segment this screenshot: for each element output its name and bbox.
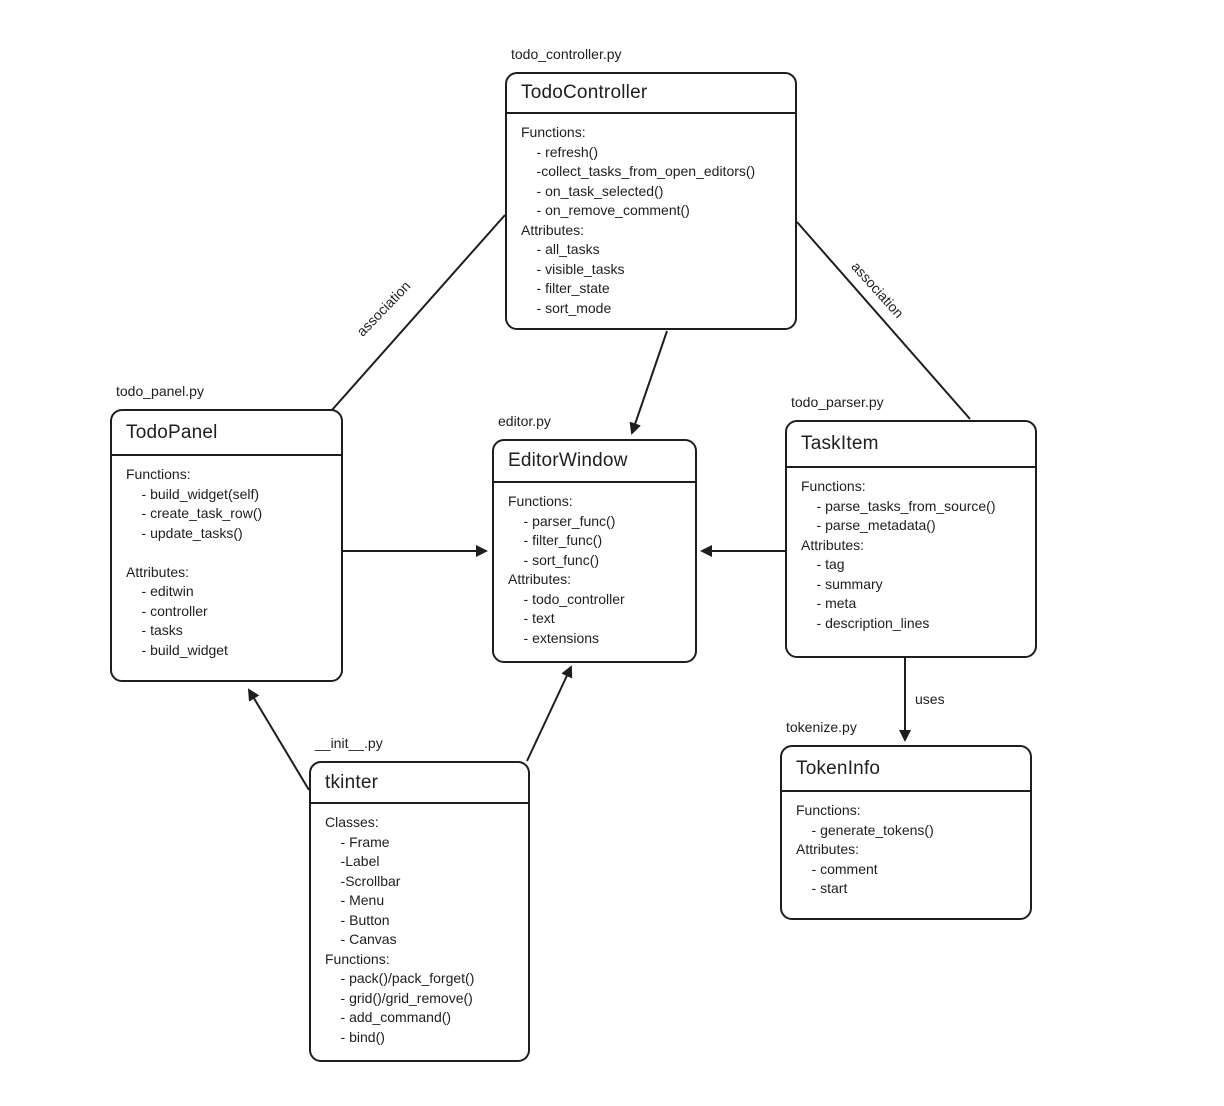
body-line: - build_widget	[126, 641, 228, 658]
file-label-todo-parser-py: todo_parser.py	[791, 394, 884, 410]
body-line: - all_tasks	[521, 241, 600, 257]
body-line: - Canvas	[325, 931, 397, 947]
file-label-todo-controller-py: todo_controller.py	[511, 46, 622, 62]
body-line: Functions:	[126, 466, 191, 482]
edge-association-controller-panel	[331, 214, 506, 411]
label-association-left: association	[353, 278, 413, 340]
body-line: - meta	[801, 595, 857, 611]
class-box-tokeninfo: TokenInfo Functions: - generate_tokens()…	[780, 745, 1032, 920]
class-title-editorwindow: EditorWindow	[494, 441, 695, 483]
class-title-tokeninfo: TokenInfo	[782, 747, 1030, 792]
class-box-editorwindow: EditorWindow Functions: - parser_func() …	[492, 439, 697, 663]
class-title-taskitem: TaskItem	[787, 422, 1035, 468]
body-line: - editwin	[126, 583, 194, 599]
body-line: - parse_metadata()	[801, 517, 936, 533]
body-line: Attributes:	[126, 563, 190, 580]
file-label-editor-py: editor.py	[498, 413, 551, 429]
class-node-tkinter: __init__.py tkinter Classes: - Frame -La…	[309, 733, 530, 1062]
edge-tkinter-editorwindow	[526, 665, 573, 762]
body-line: - extensions	[508, 629, 600, 646]
body-line: Functions:	[801, 478, 866, 494]
body-line: -collect_tasks_from_open_editors()	[521, 163, 756, 179]
body-line: - summary	[801, 575, 883, 592]
class-body-taskitem: Functions: - parse_tasks_from_source() -…	[787, 468, 1035, 633]
class-box-tkinter: tkinter Classes: - Frame -Label -Scrollb…	[309, 761, 530, 1062]
body-line: -Label	[325, 853, 380, 869]
body-line: - sort_func()	[508, 551, 600, 568]
edge-association-controller-taskitem	[796, 221, 971, 420]
class-box-taskitem: TaskItem Functions: - parse_tasks_from_s…	[785, 420, 1037, 658]
body-line: Attributes:	[796, 841, 860, 857]
body-line: - add_command()	[325, 1009, 452, 1025]
file-label-init-py: __init__.py	[315, 735, 383, 751]
body-line: - create_task_row()	[126, 505, 263, 521]
label-uses: uses	[915, 691, 945, 707]
body-line: - sort_mode	[521, 299, 612, 316]
body-line: - on_task_selected()	[521, 182, 664, 199]
class-title-todopanel: TodoPanel	[112, 411, 341, 456]
body-line	[126, 543, 329, 563]
body-line: - todo_controller	[508, 590, 625, 607]
body-line: - pack()/pack_forget()	[325, 970, 475, 986]
body-line: - on_remove_comment()	[521, 202, 690, 218]
body-line: - Button	[325, 911, 390, 928]
body-line: - bind()	[325, 1028, 385, 1045]
body-line: - start	[796, 880, 848, 896]
class-body-tokeninfo: Functions: - generate_tokens() Attribute…	[782, 792, 1030, 899]
class-body-todocontroller: Functions: - refresh() -collect_tasks_fr…	[507, 114, 795, 318]
file-label-todo-panel-py: todo_panel.py	[116, 383, 204, 399]
body-line: - tasks	[126, 622, 183, 638]
edge-tkinter-panel	[247, 688, 310, 791]
body-line: - description_lines	[801, 614, 930, 631]
body-line: - grid()/grid_remove()	[325, 989, 473, 1006]
label-association-right: association	[848, 258, 907, 321]
body-line: - tag	[801, 556, 845, 572]
body-line: - update_tasks()	[126, 524, 243, 541]
class-title-tkinter: tkinter	[311, 763, 528, 804]
class-box-todocontroller: TodoController Functions: - refresh() -c…	[505, 72, 797, 330]
body-line: - visible_tasks	[521, 260, 625, 277]
body-line: Functions:	[508, 493, 573, 509]
body-line: - controller	[126, 602, 208, 619]
body-line: - parser_func()	[508, 512, 616, 529]
body-line: - refresh()	[521, 143, 599, 160]
body-line: - parse_tasks_from_source()	[801, 497, 996, 514]
body-line: Attributes:	[508, 571, 572, 587]
class-body-todopanel: Functions: - build_widget(self) - create…	[112, 456, 341, 660]
class-node-taskitem: todo_parser.py TaskItem Functions: - par…	[785, 392, 1037, 658]
body-line: - filter_state	[521, 280, 610, 296]
class-title-todocontroller: TodoController	[507, 74, 795, 114]
body-line: - text	[508, 610, 555, 626]
class-body-editorwindow: Functions: - parser_func() - filter_func…	[494, 483, 695, 648]
body-line: Functions:	[521, 124, 586, 140]
class-body-tkinter: Classes: - Frame -Label -Scrollbar - Men…	[311, 804, 528, 1047]
body-line: Classes:	[325, 814, 379, 830]
body-line: -Scrollbar	[325, 872, 401, 889]
class-node-tokeninfo: tokenize.py TokenInfo Functions: - gener…	[780, 717, 1032, 920]
body-line: Functions:	[325, 950, 390, 967]
class-box-todopanel: TodoPanel Functions: - build_widget(self…	[110, 409, 343, 682]
body-line: Attributes:	[801, 536, 865, 553]
body-line: - Menu	[325, 892, 385, 908]
body-line: - build_widget(self)	[126, 485, 260, 502]
class-node-editorwindow: editor.py EditorWindow Functions: - pars…	[492, 411, 697, 663]
file-label-tokenize-py: tokenize.py	[786, 719, 857, 735]
body-line: - generate_tokens()	[796, 821, 934, 838]
body-line: - Frame	[325, 833, 390, 850]
body-line: - comment	[796, 860, 878, 877]
body-line: Functions:	[796, 802, 861, 818]
body-line: Attributes:	[521, 221, 585, 238]
class-node-todocontroller: todo_controller.py TodoController Functi…	[505, 44, 797, 330]
class-node-todopanel: todo_panel.py TodoPanel Functions: - bui…	[110, 381, 343, 682]
body-line: - filter_func()	[508, 532, 603, 548]
